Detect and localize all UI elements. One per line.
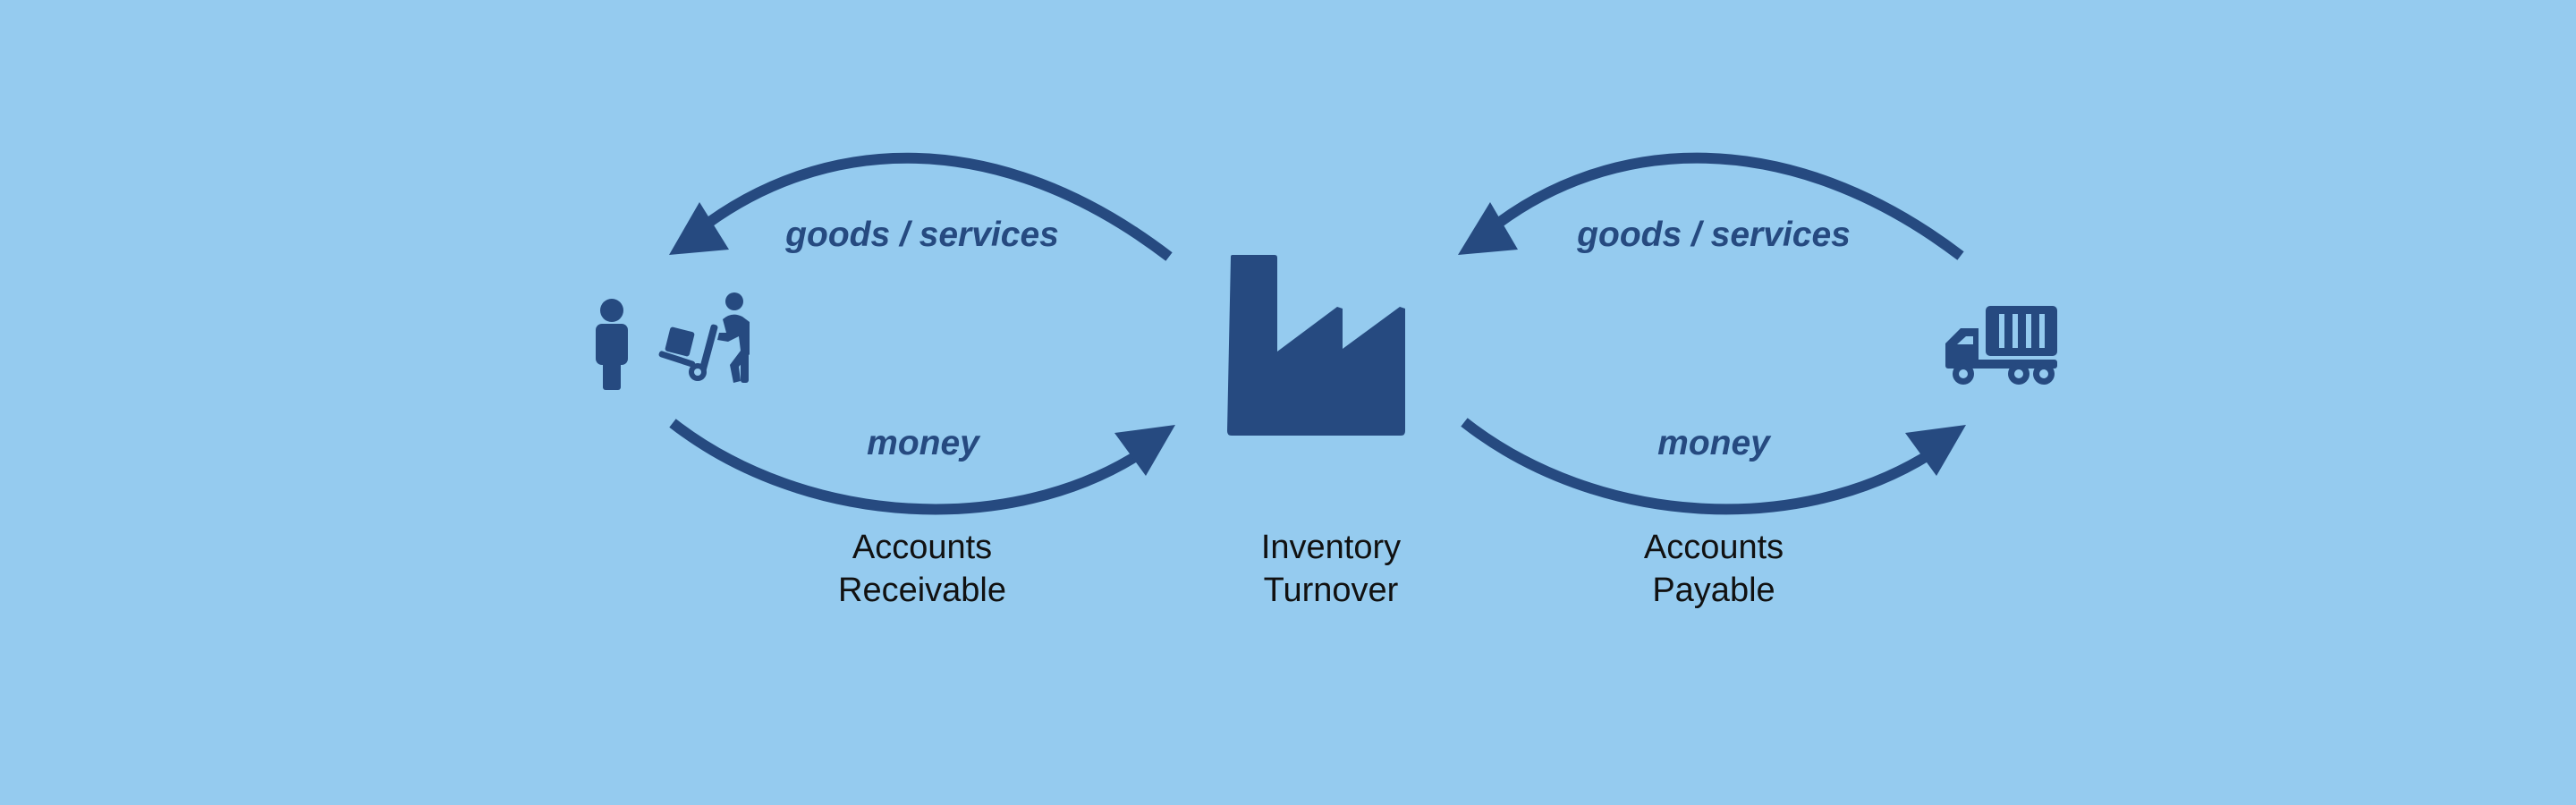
right-money-arrowhead [1905, 425, 1966, 476]
right-money-label: money [1657, 424, 1770, 462]
left-money-arrow [669, 419, 1147, 515]
left-money-arrowhead [1114, 425, 1175, 476]
inventory-turnover-label: Inventory Turnover [1261, 526, 1401, 612]
left-goods-arrow [694, 152, 1173, 261]
inventory-turnover-line1: Inventory [1260, 529, 1402, 566]
accounts-receivable-label: Accounts Receivable [838, 526, 1006, 612]
right-goods-arrowhead [1458, 202, 1518, 255]
left-money-label: money [867, 424, 979, 462]
inventory-turnover-line2: Turnover [1263, 572, 1399, 609]
person-icon [596, 299, 628, 390]
accounts-payable-label: Accounts Payable [1644, 526, 1784, 612]
factory-icon [1227, 255, 1405, 436]
accounts-payable-line1: Accounts [1643, 529, 1784, 566]
right-money-arrow [1461, 418, 1937, 515]
left-goods-arrowhead [669, 202, 729, 255]
warehouse-worker-icon [658, 292, 750, 383]
accounts-receivable-line1: Accounts [852, 529, 993, 566]
accounts-payable-line2: Payable [1652, 572, 1775, 609]
accounts-receivable-line2: Receivable [838, 572, 1006, 609]
left-goods-label: goods / services [785, 216, 1059, 254]
truck-icon [1945, 306, 2057, 385]
right-goods-label: goods / services [1577, 216, 1851, 254]
right-goods-arrow [1485, 152, 1964, 260]
